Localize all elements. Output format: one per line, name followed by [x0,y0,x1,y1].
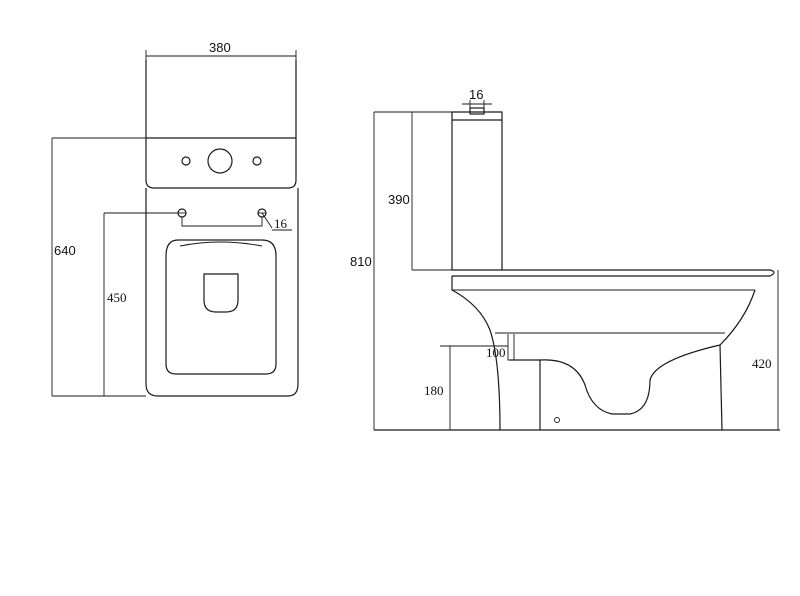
front-bowl-outline [145,188,299,397]
side-trapway [510,344,721,430]
front-view: 380 640 450 16 [51,40,299,397]
side-bowl-front [719,289,756,431]
front-seat-inner-arc [179,241,263,247]
side-tank-outline [451,111,503,270]
flush-button-right [252,156,262,166]
side-tank-height-label: 390 [388,192,410,207]
side-total-height-label: 810 [350,254,372,269]
side-outlet-height-label: 180 [424,383,444,398]
flush-button-center [207,148,233,174]
side-fixing-dot [554,417,560,423]
side-button-width-label: 16 [469,87,483,102]
side-bowl-body [451,276,501,431]
side-outlet-step [507,334,540,361]
side-offset-label: 100 [486,345,506,360]
flush-button-left [181,156,191,166]
front-drain-opening [203,273,239,313]
hole-leader-line [261,212,273,229]
side-view: 16 390 810 420 100 180 [350,87,780,431]
fixing-hole-bracket [181,217,263,227]
side-flush-button [469,107,485,115]
side-bowl-rim [452,269,775,277]
front-height-label: 640 [54,243,76,258]
front-seat-outline [165,239,277,375]
side-seat-height-label: 420 [752,356,772,371]
front-width-label: 380 [209,40,231,55]
front-outlet-height-label: 450 [107,290,127,305]
front-hole-diameter-label: 16 [274,216,288,231]
front-tank-outline [145,60,297,189]
